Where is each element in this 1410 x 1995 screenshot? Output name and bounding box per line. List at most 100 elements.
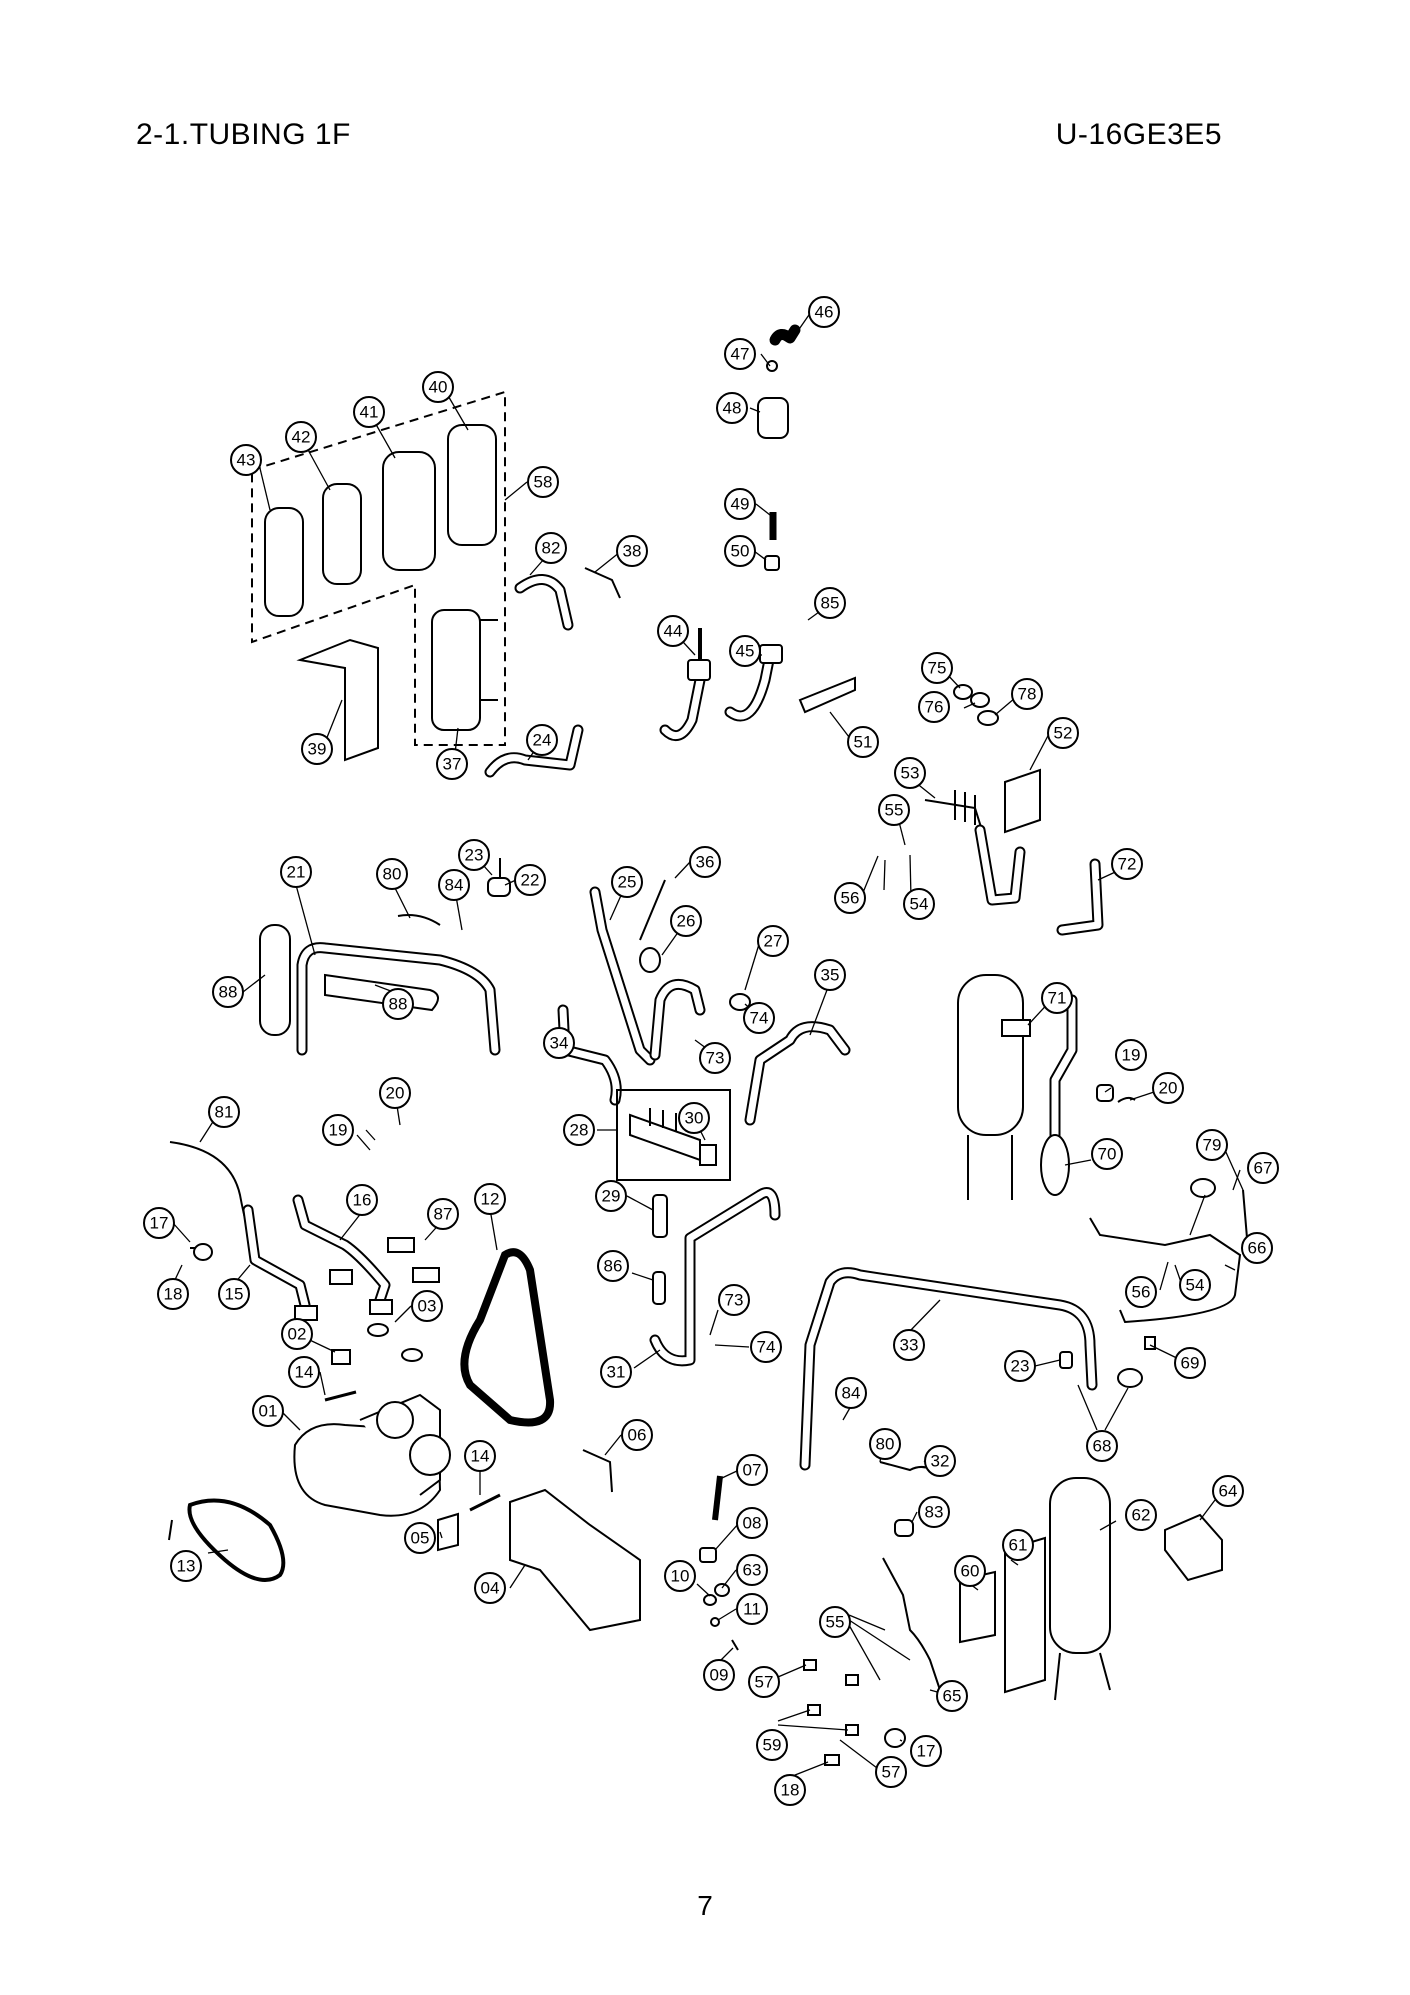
svg-text:04: 04 — [481, 1579, 500, 1598]
page-number: 7 — [697, 1890, 713, 1921]
svg-text:25: 25 — [618, 873, 637, 892]
svg-text:19: 19 — [1122, 1046, 1141, 1065]
callout-67: 67 — [1247, 1152, 1279, 1184]
callout-42: 42 — [285, 421, 317, 453]
svg-text:18: 18 — [164, 1285, 183, 1304]
callout-54: 54 — [903, 888, 935, 920]
svg-text:55: 55 — [885, 801, 904, 820]
callout-57: 57 — [875, 1756, 907, 1788]
callout-30: 30 — [678, 1102, 710, 1134]
parts-artwork — [168, 324, 1249, 1766]
callout-52: 52 — [1047, 717, 1079, 749]
callout-06: 06 — [621, 1419, 653, 1451]
model-number: U-16GE3E5 — [1055, 118, 1222, 151]
callout-36: 36 — [689, 846, 721, 878]
svg-text:19: 19 — [329, 1121, 348, 1140]
svg-text:27: 27 — [764, 932, 783, 951]
callout-73: 73 — [718, 1284, 750, 1316]
svg-text:40: 40 — [429, 378, 448, 397]
svg-text:45: 45 — [736, 642, 755, 661]
callout-56: 56 — [1125, 1276, 1157, 1308]
callout-26: 26 — [670, 905, 702, 937]
callout-83: 83 — [918, 1496, 950, 1528]
callout-55: 55 — [819, 1606, 851, 1638]
svg-text:60: 60 — [961, 1562, 980, 1581]
callout-13: 13 — [170, 1550, 202, 1582]
callout-74: 74 — [743, 1002, 775, 1034]
callout-54: 54 — [1179, 1269, 1211, 1301]
callout-57: 57 — [748, 1666, 780, 1698]
callout-15: 15 — [218, 1278, 250, 1310]
svg-text:81: 81 — [215, 1103, 234, 1122]
svg-text:20: 20 — [1159, 1079, 1178, 1098]
svg-text:14: 14 — [471, 1447, 490, 1466]
callout-17: 17 — [143, 1207, 175, 1239]
svg-text:80: 80 — [876, 1435, 895, 1454]
svg-text:83: 83 — [925, 1503, 944, 1522]
svg-text:20: 20 — [386, 1084, 405, 1103]
callout-80: 80 — [376, 858, 408, 890]
svg-text:23: 23 — [1011, 1357, 1030, 1376]
svg-text:51: 51 — [854, 733, 873, 752]
callout-12: 12 — [474, 1183, 506, 1215]
callout-60: 60 — [954, 1555, 986, 1587]
svg-text:22: 22 — [521, 871, 540, 890]
svg-text:58: 58 — [534, 473, 553, 492]
svg-text:61: 61 — [1009, 1536, 1028, 1555]
svg-text:24: 24 — [533, 731, 552, 750]
svg-text:21: 21 — [287, 863, 306, 882]
callout-68: 68 — [1086, 1430, 1118, 1462]
svg-text:56: 56 — [1132, 1283, 1151, 1302]
svg-text:44: 44 — [664, 622, 683, 641]
callout-78: 78 — [1011, 678, 1043, 710]
svg-text:82: 82 — [542, 539, 561, 558]
svg-text:46: 46 — [815, 303, 834, 322]
svg-text:63: 63 — [743, 1561, 762, 1580]
svg-text:69: 69 — [1181, 1354, 1200, 1373]
svg-text:17: 17 — [150, 1214, 169, 1233]
svg-text:64: 64 — [1219, 1482, 1238, 1501]
svg-text:54: 54 — [910, 895, 929, 914]
svg-text:13: 13 — [177, 1557, 196, 1576]
svg-text:31: 31 — [607, 1363, 626, 1382]
svg-text:12: 12 — [481, 1190, 500, 1209]
callout-08: 08 — [736, 1507, 768, 1539]
svg-text:75: 75 — [928, 659, 947, 678]
callout-23: 23 — [458, 839, 490, 871]
svg-text:80: 80 — [383, 865, 402, 884]
callout-17: 17 — [910, 1735, 942, 1767]
callout-19: 19 — [322, 1114, 354, 1146]
callout-74: 74 — [750, 1331, 782, 1363]
callout-32: 32 — [924, 1445, 956, 1477]
svg-text:38: 38 — [623, 542, 642, 561]
svg-text:73: 73 — [725, 1291, 744, 1310]
svg-text:49: 49 — [731, 495, 750, 514]
svg-text:35: 35 — [821, 966, 840, 985]
callout-56: 56 — [834, 882, 866, 914]
callout-02: 02 — [281, 1318, 313, 1350]
callout-11: 11 — [736, 1593, 768, 1625]
svg-text:37: 37 — [443, 755, 462, 774]
svg-text:29: 29 — [602, 1187, 621, 1206]
callout-48: 48 — [716, 392, 748, 424]
callout-69: 69 — [1174, 1347, 1206, 1379]
svg-text:34: 34 — [550, 1034, 569, 1053]
svg-text:09: 09 — [710, 1666, 729, 1685]
svg-text:55: 55 — [826, 1613, 845, 1632]
callout-19: 19 — [1115, 1039, 1147, 1071]
callout-64: 64 — [1212, 1475, 1244, 1507]
svg-text:26: 26 — [677, 912, 696, 931]
svg-text:36: 36 — [696, 853, 715, 872]
callout-86: 86 — [597, 1250, 629, 1282]
svg-text:06: 06 — [628, 1426, 647, 1445]
svg-text:71: 71 — [1048, 989, 1067, 1008]
callout-37: 37 — [436, 748, 468, 780]
svg-text:33: 33 — [900, 1336, 919, 1355]
svg-text:50: 50 — [731, 542, 750, 561]
callout-28: 28 — [563, 1114, 595, 1146]
callout-41: 41 — [353, 396, 385, 428]
svg-text:66: 66 — [1248, 1239, 1267, 1258]
svg-text:53: 53 — [901, 764, 920, 783]
svg-text:84: 84 — [842, 1384, 861, 1403]
callout-18: 18 — [774, 1774, 806, 1806]
